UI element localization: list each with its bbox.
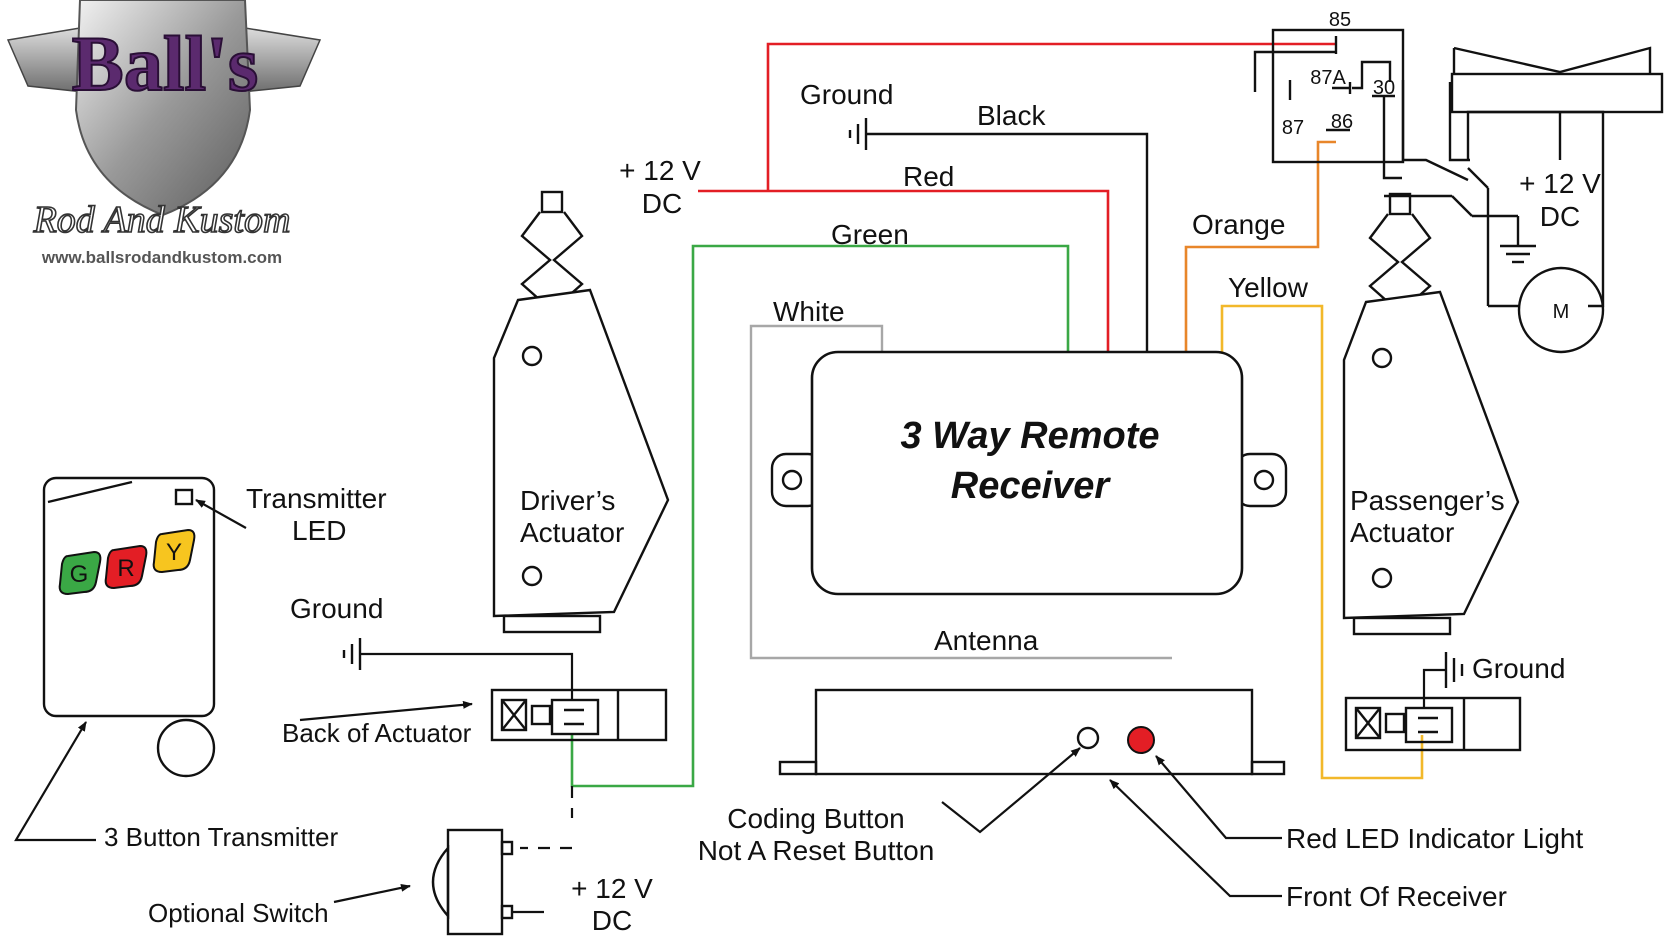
back-of-actuator-arrow bbox=[299, 700, 473, 722]
transmitter-label: 3 Button Transmitter bbox=[104, 822, 338, 852]
transmitter-button-g-label: G bbox=[70, 561, 89, 588]
transmitter-button-y-label: Y bbox=[166, 539, 182, 566]
relay-pin-30: 30 bbox=[1373, 77, 1395, 99]
black-wire bbox=[866, 132, 1149, 352]
wire-label-orange: Orange bbox=[1192, 209, 1285, 240]
yellow-wire bbox=[1220, 304, 1424, 780]
back-of-actuator-label: Back of Actuator bbox=[282, 718, 472, 748]
receiver-title-line2: Receiver bbox=[951, 465, 1112, 507]
transmitter-button-yellow[interactable] bbox=[152, 528, 196, 574]
motor-power-v12: + 12 V bbox=[1519, 168, 1601, 199]
driver-actuator-back bbox=[490, 688, 668, 742]
relay-pin-87: 87 bbox=[1282, 117, 1304, 139]
red-led-label: Red LED Indicator Light bbox=[1286, 823, 1584, 854]
coding-button-label-line1: Coding Button bbox=[727, 803, 904, 834]
switch-power-dc: DC bbox=[592, 905, 632, 936]
motor-circle bbox=[1517, 266, 1605, 354]
red-wire bbox=[698, 189, 1110, 352]
relay bbox=[1253, 28, 1469, 182]
receiver-title-line1: 3 Way Remote bbox=[900, 415, 1159, 457]
red-led-indicator bbox=[1127, 726, 1155, 754]
green-wire bbox=[570, 244, 1070, 788]
coding-button-label-line2: Not A Reset Button bbox=[698, 835, 935, 866]
transmitter-button-red[interactable] bbox=[104, 544, 148, 590]
receiver-front bbox=[778, 688, 1286, 776]
passenger-actuator-back bbox=[1344, 696, 1522, 752]
wire-label-white: White bbox=[773, 296, 845, 327]
front-receiver-label: Front Of Receiver bbox=[1286, 881, 1507, 912]
front-receiver-arrow bbox=[1109, 779, 1282, 898]
wire-label-antenna: Antenna bbox=[934, 625, 1039, 656]
logo-url: www.ballsrodandkustom.com bbox=[41, 248, 282, 267]
relay-pin-86: 86 bbox=[1331, 111, 1353, 133]
transmitter-led-label-line2: LED bbox=[292, 515, 346, 546]
passenger-actuator-label-line2: Actuator bbox=[1350, 517, 1454, 548]
transmitter-led-arrow bbox=[195, 499, 247, 529]
ground-symbol-passenger bbox=[1444, 652, 1464, 688]
transmitter-led-label-line1: Transmitter bbox=[246, 483, 387, 514]
driver-actuator bbox=[492, 190, 670, 634]
transmitter-body bbox=[42, 476, 216, 778]
logo-brand: Ball's bbox=[72, 20, 258, 107]
optional-switch bbox=[431, 828, 514, 936]
receiver-body bbox=[770, 350, 1288, 596]
ground-label-passenger: Ground bbox=[1472, 653, 1565, 684]
ground-label-driver: Ground bbox=[290, 593, 383, 624]
ground-symbol-driver bbox=[342, 638, 362, 670]
driver-actuator-label-line2: Actuator bbox=[520, 517, 624, 548]
white-wire bbox=[749, 324, 1172, 660]
red-wire-relay-branch bbox=[766, 42, 1336, 191]
window-lift bbox=[1450, 46, 1664, 114]
power-label-top-v12: + 12 V bbox=[619, 155, 701, 186]
red-led-arrow bbox=[1155, 755, 1282, 840]
motor-label: M bbox=[1553, 301, 1570, 323]
ground-symbol-top bbox=[848, 118, 868, 150]
brand-logo: Ball's Rod And Kustom www.ballsrodandkus… bbox=[6, 0, 322, 267]
passenger-actuator-label-line1: Passenger’s bbox=[1350, 485, 1505, 516]
coding-button-arrow bbox=[941, 747, 1081, 834]
transmitter-arrow bbox=[14, 721, 96, 842]
switch-power-v12: + 12 V bbox=[571, 873, 653, 904]
driver-actuator-label-line1: Driver’s bbox=[520, 485, 615, 516]
wire-label-red: Red bbox=[903, 161, 954, 192]
logo-tagline: Rod And Kustom bbox=[33, 199, 291, 241]
orange-wire bbox=[1184, 140, 1336, 352]
wire-label-black: Black bbox=[977, 100, 1046, 131]
passenger-actuator bbox=[1342, 192, 1520, 636]
ground-label-top: Ground bbox=[800, 79, 893, 110]
relay-pin-85: 85 bbox=[1329, 9, 1351, 31]
optional-switch-arrow bbox=[333, 883, 411, 904]
coding-button[interactable] bbox=[1076, 726, 1100, 750]
passenger-ground-wire bbox=[1422, 668, 1446, 708]
power-label-top-dc: DC bbox=[642, 188, 682, 219]
optional-switch-label: Optional Switch bbox=[148, 898, 329, 928]
transmitter-button-r-label: R bbox=[117, 555, 134, 582]
driver-ground-wire bbox=[360, 652, 574, 700]
logo-shield bbox=[74, 0, 252, 217]
motor-power-dc: DC bbox=[1540, 201, 1580, 232]
transmitter-button-green[interactable] bbox=[58, 550, 102, 596]
wire-label-green: Green bbox=[831, 219, 909, 250]
relay-pin-87a: 87A bbox=[1310, 67, 1346, 89]
wire-label-yellow: Yellow bbox=[1228, 272, 1309, 303]
